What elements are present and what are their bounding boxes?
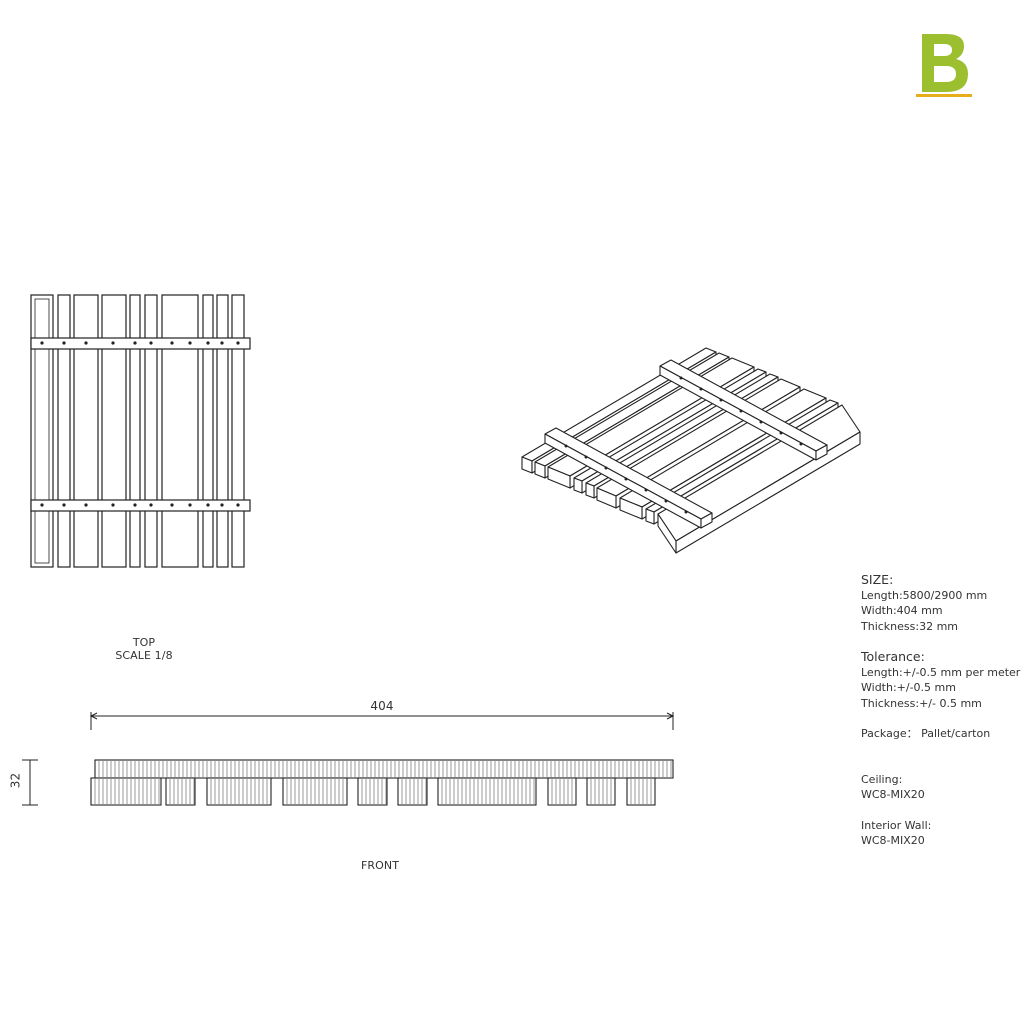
ceiling-heading: Ceiling: bbox=[861, 772, 903, 786]
brand-logo bbox=[912, 28, 976, 102]
tolerance-heading: Tolerance: bbox=[861, 649, 925, 664]
tolerance-length: Length:+/-0.5 mm per meter bbox=[861, 665, 1021, 679]
top-view-title: TOP bbox=[132, 636, 156, 649]
top-view-label: TOP SCALE 1/8 bbox=[96, 636, 192, 662]
front-width-dimension: 404 bbox=[370, 699, 394, 713]
spec-panel: SIZE: Length:5800/2900 mm Width:404 mm T… bbox=[861, 572, 1021, 849]
ceiling-code: WC8-MIX20 bbox=[861, 788, 925, 801]
interior-wall-code: WC8-MIX20 bbox=[861, 834, 925, 847]
tolerance-width: Width:+/-0.5 mm bbox=[861, 681, 956, 694]
top-view-scale: SCALE 1/8 bbox=[115, 649, 173, 662]
front-view-title: FRONT bbox=[360, 859, 400, 872]
package-info: Package： Pallet/carton bbox=[861, 727, 991, 740]
tolerance-thickness: Thickness:+/- 0.5 mm bbox=[861, 696, 982, 710]
logo-b-mark bbox=[916, 34, 972, 97]
size-heading: SIZE: bbox=[861, 572, 894, 587]
interior-wall-heading: Interior Wall: bbox=[861, 818, 932, 832]
size-thickness: Thickness:32 mm bbox=[861, 619, 958, 633]
front-height-dimension: 32 bbox=[8, 772, 23, 789]
size-length: Length:5800/2900 mm bbox=[861, 588, 988, 602]
size-width: Width:404 mm bbox=[861, 604, 943, 617]
